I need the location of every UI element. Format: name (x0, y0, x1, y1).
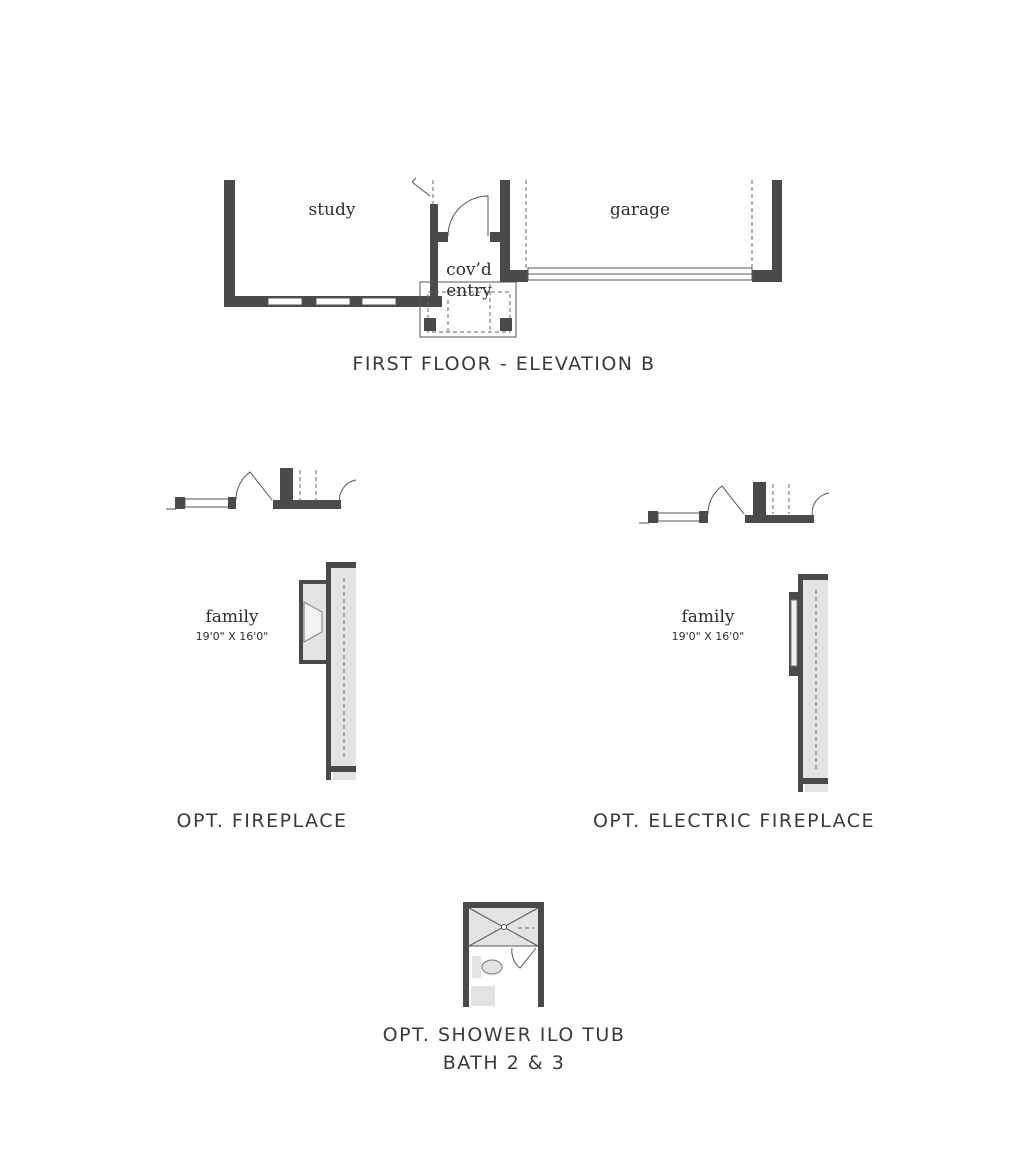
caption-opt-fireplace: OPT. FIREPLACE (177, 810, 348, 832)
elevation-b-plan: study garage cov’d entry FIRST FLOOR - E… (224, 177, 782, 375)
vanity (471, 986, 495, 1006)
study-door-stub (411, 177, 431, 197)
toilet-tank (472, 956, 481, 978)
caption-elevation-b: FIRST FLOOR - ELEVATION B (352, 353, 655, 375)
study-right-wall (430, 204, 438, 307)
garage-left-wall (500, 180, 510, 282)
entry-left-jamb (430, 232, 448, 242)
entry-door-swing (447, 195, 489, 237)
window (184, 498, 230, 508)
shower-door-swing (511, 947, 537, 969)
counter (803, 580, 828, 778)
garage-right-bottom (752, 270, 782, 282)
opt-electric-fireplace-plan: family 19'0" X 16'0" OPT. ELECTRIC FIREP… (593, 482, 875, 832)
porch-outline (419, 281, 517, 338)
room-label-garage: garage (610, 200, 670, 220)
room-label-entry-line1: cov’d (446, 260, 492, 280)
garage-right-wall (772, 180, 782, 282)
caption-opt-electric-fireplace: OPT. ELECTRIC FIREPLACE (593, 810, 875, 832)
door-swing (707, 485, 745, 515)
garage-left-bottom (500, 270, 528, 282)
counter (331, 568, 356, 766)
study-windows (267, 297, 397, 306)
room-label-entry-line2: entry (446, 281, 492, 301)
opt-shower-plan: OPT. SHOWER ILO TUB BATH 2 & 3 (383, 902, 626, 1074)
room-label-family: family (681, 607, 734, 627)
caption-opt-shower-line1: OPT. SHOWER ILO TUB (383, 1024, 626, 1046)
fireplace-hearth (303, 601, 323, 643)
room-dimensions: 19'0" X 16'0" (196, 630, 269, 643)
door-swing (235, 471, 273, 501)
porch-post-right (500, 318, 512, 331)
porch-post-left (424, 318, 436, 331)
window (657, 512, 701, 522)
toilet-bowl (481, 959, 503, 975)
opt-fireplace-plan: family 19'0" X 16'0" OPT. FIREPLACE (166, 468, 357, 832)
entry-right-jamb (490, 232, 508, 242)
room-dimensions: 19'0" X 16'0" (672, 630, 745, 643)
caption-opt-shower-line2: BATH 2 & 3 (443, 1052, 566, 1074)
study-left-wall (224, 180, 235, 307)
room-label-study: study (309, 200, 356, 220)
room-label-family: family (205, 607, 258, 627)
